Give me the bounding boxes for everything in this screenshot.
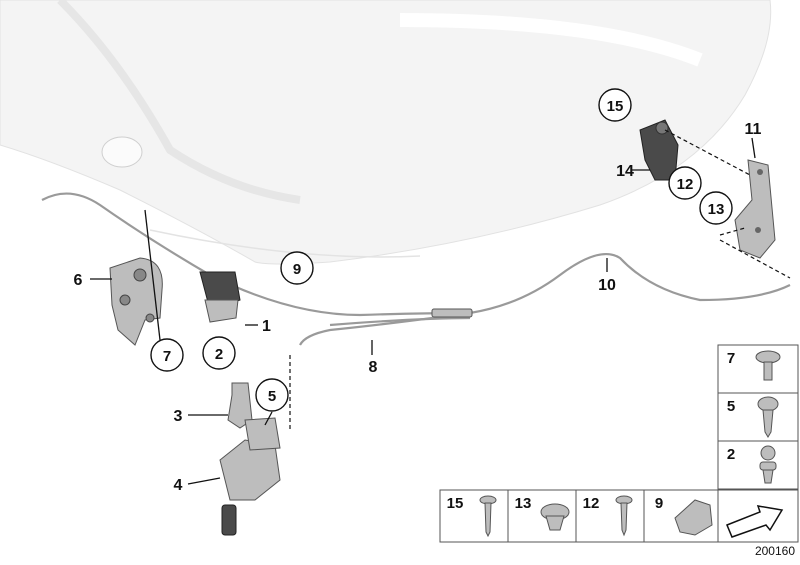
lock-part-4 [219,417,281,536]
legend-item-15-label: 15 [447,495,464,512]
callout-7-label: 7 [163,348,171,365]
latch-part-6 [109,257,163,346]
legend-item-9-label: 9 [655,495,663,512]
callout-2-circle: 2 [202,336,236,370]
diagram-id: 200160 [755,544,795,558]
callout-12-label: 12 [677,176,694,193]
callout-13-label: 13 [708,201,725,218]
callout-4-label: 4 [174,477,183,494]
nav-arrow-button[interactable] [726,505,784,538]
callout-3-label: 3 [174,408,183,425]
callout-10-label: 10 [598,277,616,294]
callout-15-circle: 15 [598,88,632,122]
callout-5-circle: 5 [255,378,289,412]
callout-7-circle: 7 [150,338,184,372]
screw-15-icon [479,495,497,538]
callout-5-label: 5 [268,388,276,405]
callout-2-label: 2 [215,346,223,363]
legend-item-13-label: 13 [515,495,532,512]
legend-item-5-label: 5 [727,398,735,415]
callout-9-label: 9 [293,261,301,278]
callout-13-circle: 13 [699,191,733,225]
callout-8-label: 8 [369,359,378,376]
legend-item-7-label: 7 [727,350,735,367]
clip-9-icon [674,499,713,536]
bracket-part-3 [227,382,253,429]
legend-bottom-row: 15 13 12 9 [439,489,799,543]
hood [0,0,772,265]
legend-right-column: 7 5 2 [717,344,799,490]
callout-14-label: 14 [616,163,634,180]
hinge-part-11 [734,159,776,259]
legend-item-12-label: 12 [583,495,600,512]
screw-7-icon [755,350,781,381]
leader-lines [90,129,791,485]
nut-13-icon [540,503,570,531]
callout-9-circle: 9 [280,251,314,285]
arrow-icon [726,505,784,538]
callout-15-label: 15 [607,98,624,115]
callout-12-circle: 12 [668,166,702,200]
screw-5-icon [757,396,779,438]
callout-1-label: 1 [262,318,271,335]
legend-item-2-label: 2 [727,446,735,463]
bumper-part-1 [199,271,241,323]
screw-12-icon [615,495,633,537]
part-14-15 [639,119,679,181]
callout-6-label: 6 [74,272,83,289]
fastener-2-icon [759,445,777,484]
callout-11-label: 11 [745,121,762,138]
